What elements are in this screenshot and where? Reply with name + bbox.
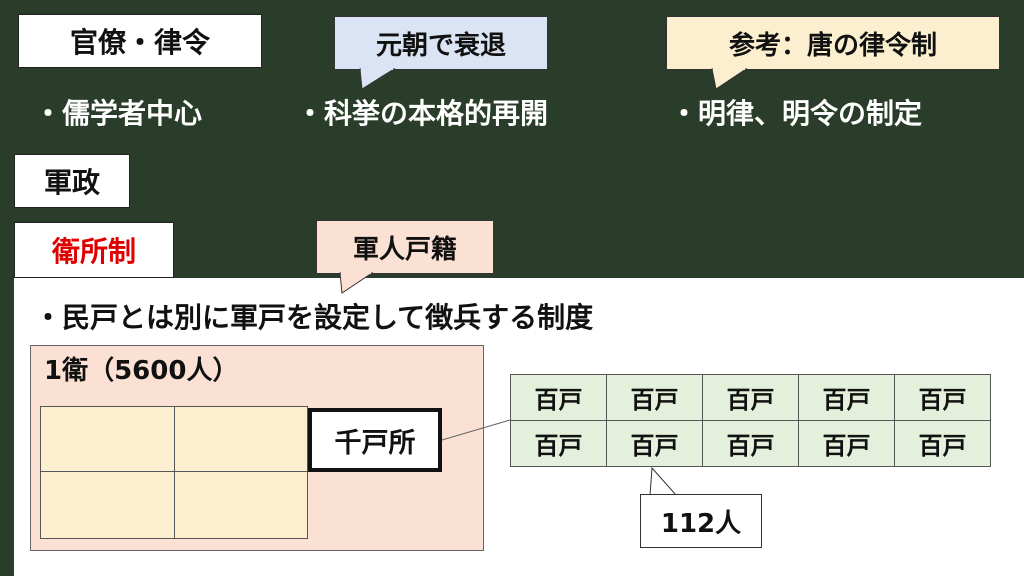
callout-112-tail — [649, 466, 678, 496]
baihu-cell: 百戸 — [894, 420, 991, 467]
callout-military-registry: 軍人戸籍 — [316, 220, 494, 274]
section-title-officials-text: 官僚・律令 — [69, 26, 210, 59]
section-title-weisuo-text: 衛所制 — [51, 235, 136, 268]
qianhu-label: 千戸所 — [334, 427, 416, 459]
qianhu-cell — [174, 471, 308, 539]
qianhu-cell — [40, 471, 175, 539]
section-title-weisuo: 衛所制 — [14, 222, 174, 278]
callout-tang-reference: 参考：唐の律令制 — [666, 16, 1000, 70]
baihu-cell: 百戸 — [702, 374, 799, 421]
callout-yuan-tail — [359, 68, 396, 90]
baihu-cell: 百戸 — [510, 420, 607, 467]
baihu-cell: 百戸 — [702, 420, 799, 467]
baihu-grid: 百戸 百戸 百戸 百戸 百戸 百戸 百戸 百戸 百戸 百戸 — [510, 374, 991, 467]
qianhu-cell — [174, 406, 308, 472]
qianhu-cell — [40, 406, 175, 472]
qianhu-highlight: 千戸所 — [308, 408, 442, 472]
baihu-cell: 百戸 — [798, 374, 895, 421]
bullet-exam: ・科挙の本格的再開 — [296, 97, 549, 130]
callout-112-people-text: 112人 — [660, 508, 742, 539]
baihu-cell: 百戸 — [606, 420, 703, 467]
section-title-military: 軍政 — [14, 154, 130, 208]
wei-label: 1衛（5600人） — [44, 356, 239, 386]
callout-yuan-decline: 元朝で衰退 — [334, 16, 548, 70]
callout-registry-tail — [339, 272, 374, 294]
callout-military-registry-text: 軍人戸籍 — [352, 234, 457, 265]
baihu-cell: 百戸 — [606, 374, 703, 421]
baihu-cell: 百戸 — [510, 374, 607, 421]
section-title-military-text: 軍政 — [43, 166, 100, 199]
callout-yuan-decline-text: 元朝で衰退 — [375, 30, 506, 61]
baihu-cell: 百戸 — [798, 420, 895, 467]
section-title-officials: 官僚・律令 — [18, 14, 262, 68]
callout-112-people: 112人 — [640, 494, 762, 548]
baihu-row: 百戸 百戸 百戸 百戸 百戸 — [510, 420, 991, 467]
callout-tang-reference-text: 参考：唐の律令制 — [728, 30, 937, 61]
baihu-row: 百戸 百戸 百戸 百戸 百戸 — [510, 374, 991, 421]
bullet-confucian: ・儒学者中心 — [34, 97, 203, 130]
callout-tang-tail — [711, 68, 748, 90]
baihu-cell: 百戸 — [894, 374, 991, 421]
weisuo-description: ・民戸とは別に軍戸を設定して徴兵する制度 — [34, 301, 594, 334]
bullet-ming-code: ・明律、明令の制定 — [670, 97, 923, 130]
